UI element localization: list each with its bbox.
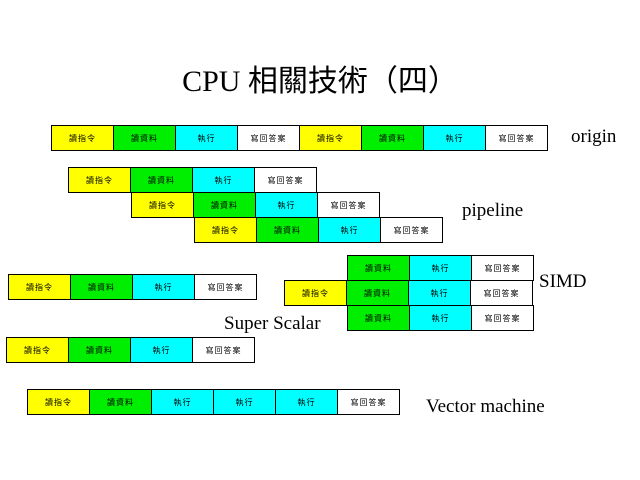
origin-row: 讀指令讀資料執行寫回答案讀指令讀資料執行寫回答案: [51, 125, 548, 151]
superscalar-label: Super Scalar: [224, 313, 321, 334]
stage-cell-fetch: 讀指令: [299, 125, 362, 151]
stage-cell-writeback: 寫回答案: [194, 274, 257, 300]
stage-cell-execute: 執行: [409, 255, 472, 281]
stage-cell-writeback: 寫回答案: [254, 167, 317, 193]
stage-cell-execute: 執行: [408, 280, 471, 306]
stage-cell-writeback: 寫回答案: [337, 389, 400, 415]
pipeline-row-1: 讀指令讀資料執行寫回答案: [68, 167, 317, 193]
stage-cell-decode: 讀資料: [193, 192, 256, 218]
stage-cell-fetch: 讀指令: [194, 217, 257, 243]
pipeline-label: pipeline: [462, 200, 524, 221]
stage-cell-execute: 執行: [132, 274, 195, 300]
stage-cell-writeback: 寫回答案: [470, 280, 533, 306]
simd-row-3: 讀資料執行寫回答案: [347, 305, 534, 331]
stage-cell-fetch: 讀指令: [51, 125, 114, 151]
simd-row-2: 讀指令讀資料執行寫回答案: [284, 280, 533, 306]
stage-cell-fetch: 讀指令: [284, 280, 347, 306]
stage-cell-decode: 讀資料: [256, 217, 319, 243]
stage-cell-execute: 執行: [175, 125, 238, 151]
stage-cell-execute: 執行: [192, 167, 255, 193]
stage-cell-decode: 讀資料: [346, 280, 409, 306]
pipeline-row-2: 讀指令讀資料執行寫回答案: [131, 192, 380, 218]
stage-cell-decode: 讀資料: [68, 337, 131, 363]
stage-cell-fetch: 讀指令: [27, 389, 90, 415]
stage-cell-decode: 讀資料: [361, 125, 424, 151]
stage-cell-writeback: 寫回答案: [237, 125, 300, 151]
stage-cell-writeback: 寫回答案: [471, 255, 534, 281]
stage-cell-writeback: 寫回答案: [471, 305, 534, 331]
stage-cell-execute: 執行: [255, 192, 318, 218]
stage-cell-execute: 執行: [318, 217, 381, 243]
origin-label: origin: [571, 126, 617, 147]
stage-cell-decode: 讀資料: [130, 167, 193, 193]
stage-cell-execute: 執行: [213, 389, 276, 415]
superscalar-row-2: 讀指令讀資料執行寫回答案: [6, 337, 255, 363]
stage-cell-fetch: 讀指令: [8, 274, 71, 300]
superscalar-row-1: 讀指令讀資料執行寫回答案: [8, 274, 257, 300]
stage-cell-execute: 執行: [423, 125, 486, 151]
simd-label: SIMD: [539, 271, 587, 292]
pipeline-row-3: 讀指令讀資料執行寫回答案: [194, 217, 443, 243]
stage-cell-writeback: 寫回答案: [380, 217, 443, 243]
page-title: CPU 相關技術（四）: [182, 65, 458, 98]
stage-cell-writeback: 寫回答案: [192, 337, 255, 363]
vector-label: Vector machine: [426, 396, 545, 417]
simd-row-1: 讀資料執行寫回答案: [347, 255, 534, 281]
stage-cell-execute: 執行: [275, 389, 338, 415]
stage-cell-execute: 執行: [130, 337, 193, 363]
stage-cell-writeback: 寫回答案: [317, 192, 380, 218]
stage-cell-fetch: 讀指令: [6, 337, 69, 363]
stage-cell-writeback: 寫回答案: [485, 125, 548, 151]
stage-cell-decode: 讀資料: [89, 389, 152, 415]
stage-cell-execute: 執行: [151, 389, 214, 415]
stage-cell-decode: 讀資料: [70, 274, 133, 300]
vector-row: 讀指令讀資料執行執行執行寫回答案: [27, 389, 400, 415]
stage-cell-decode: 讀資料: [347, 305, 410, 331]
stage-cell-fetch: 讀指令: [131, 192, 194, 218]
stage-cell-execute: 執行: [409, 305, 472, 331]
stage-cell-decode: 讀資料: [347, 255, 410, 281]
stage-cell-decode: 讀資料: [113, 125, 176, 151]
stage-cell-fetch: 讀指令: [68, 167, 131, 193]
